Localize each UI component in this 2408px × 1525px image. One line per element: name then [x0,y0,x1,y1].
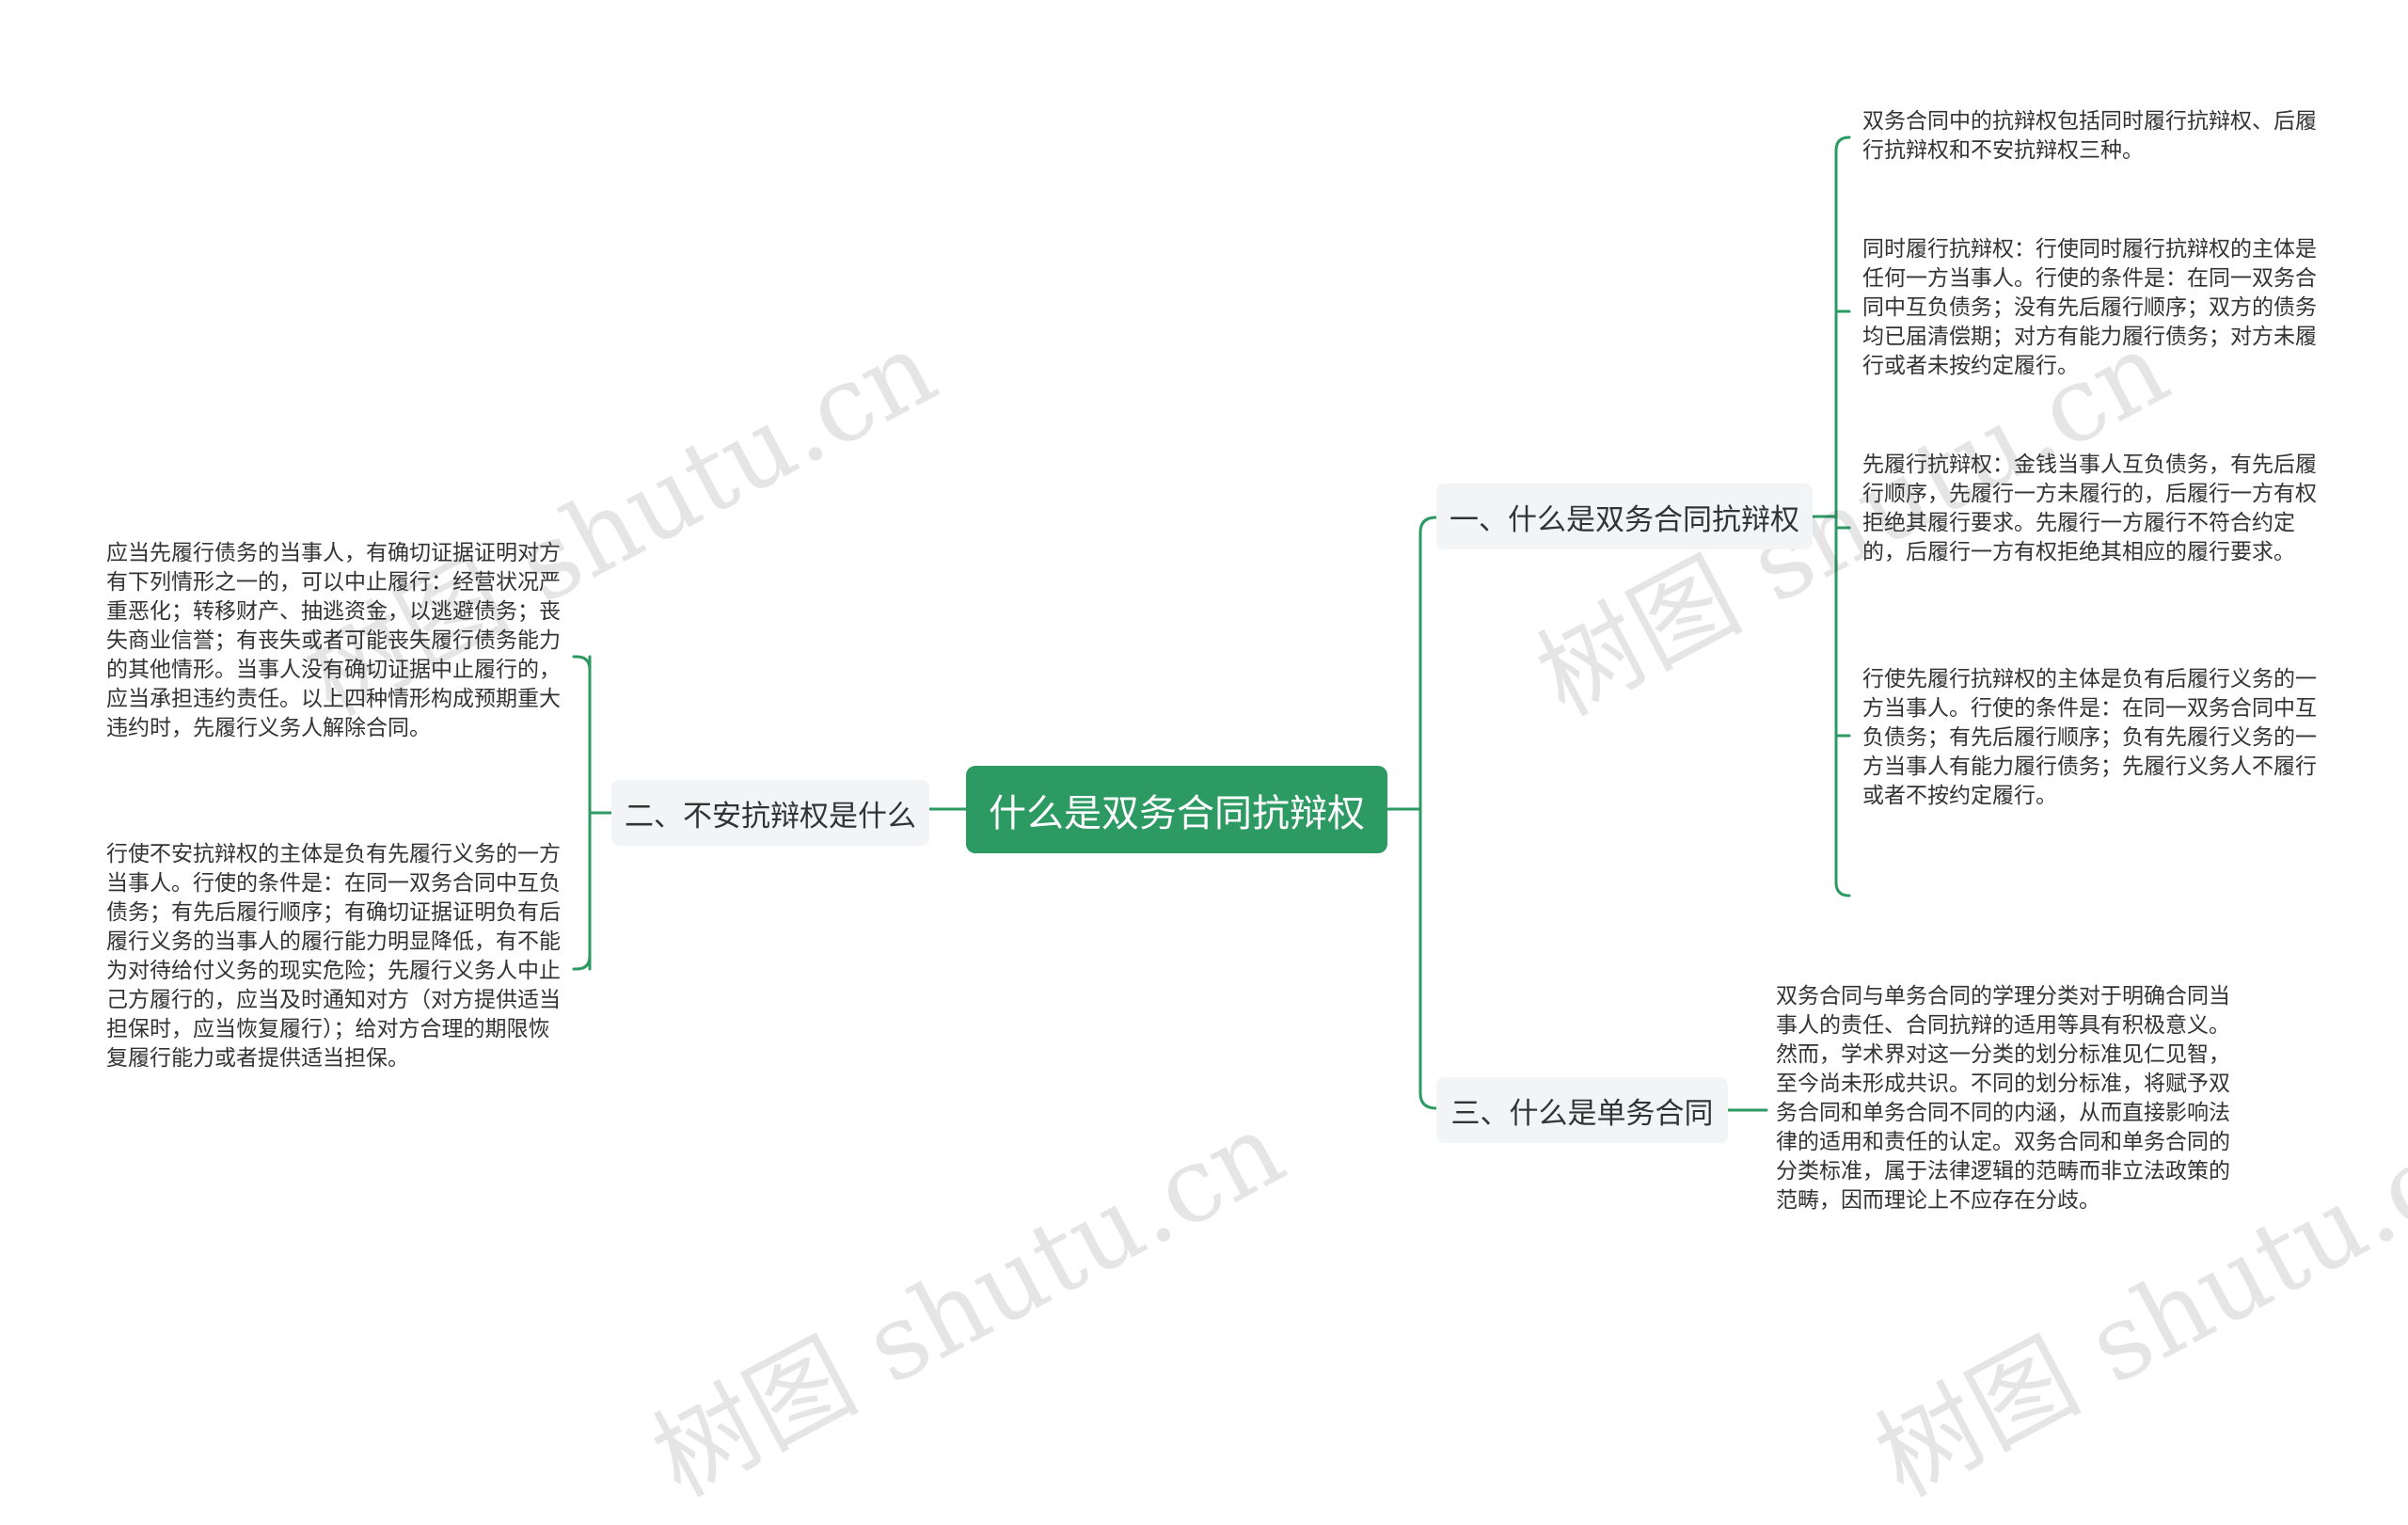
leaf-topic-1-1[interactable]: 双务合同中的抗辩权包括同时履行抗辩权、后履行抗辩权和不安抗辩权三种。 [1862,109,2317,163]
leaf-topic-3-1[interactable]: 双务合同与单务合同的学理分类对于明确合同当事人的责任、合同抗辩的适用等具有积极意… [1776,984,2230,1213]
leaf-topic-1-2[interactable]: 同时履行抗辩权：行使同时履行抗辩权的主体是任何一方当事人。行使的条件是：在同一双… [1862,237,2317,378]
branch-topic-3[interactable]: 三、什么是单务合同 [1436,1077,1728,1143]
connector-right-trunk [1418,516,1438,1110]
mindmap-connectors [572,135,1851,1112]
connector-branch-2-top [572,655,592,672]
branch-topic-2[interactable]: 二、不安抗辩权是什么 [611,780,929,846]
branch-topic-1[interactable]: 一、什么是双务合同抗辩权 [1436,484,1813,549]
leaf-topic-1-4[interactable]: 行使先履行抗辩权的主体是负有后履行义务的一方当事人。行使的条件是：在同一双务合同… [1862,667,2317,808]
connector-branch-1-bracket [1834,135,1851,898]
leaf-topic-1-3[interactable]: 先履行抗辩权：金钱当事人互负债务，有先后履行顺序，先履行一方未履行的，后履行一方… [1862,453,2317,564]
leaf-topic-2-2[interactable]: 行使不安抗辩权的主体是负有先履行义务的一方当事人。行使的条件是：在同一双务合同中… [106,842,561,1071]
leaf-topic-2-1[interactable]: 应当先履行债务的当事人，有确切证据证明对方有下列情形之一的，可以中止履行：经营状… [106,541,561,740]
connector-branch-2-bottom [572,954,592,971]
root-topic[interactable]: 什么是双务合同抗辩权 [966,766,1387,853]
